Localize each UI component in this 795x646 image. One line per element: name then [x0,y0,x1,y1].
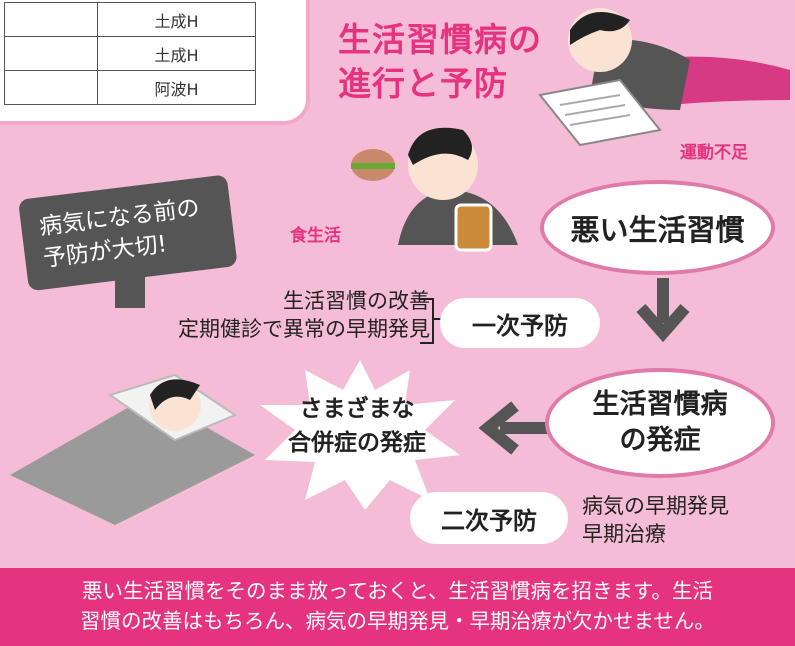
label-exercise: 運動不足 [680,143,748,163]
down-arrow-icon [636,278,690,343]
title-line-1: 生活習慣病の [338,20,542,59]
table-row: 阿波H [4,70,256,105]
label-diet: 食生活 [290,226,341,246]
disease-line-1: 生活習慣病 [592,389,728,420]
bracket-divider [420,298,434,344]
lying-person-illustration [538,8,790,147]
primary-item-2: 定期健診で異常の早期発見 [178,317,430,341]
table-cell [4,70,98,105]
table-row: 土成H [4,36,256,71]
bracket-divider [432,318,442,320]
secondary-item-1: 病気の早期発見 [582,494,729,518]
footer-line-2: 習慣の改善はもちろん、病気の早期発見・早期治療が欠かせません。 [80,609,715,633]
table-cell: 阿波H [97,70,256,105]
table-cell [4,2,98,37]
page-title: 生活習慣病の 進行と予防 [338,18,542,106]
primary-prevention-notes: 生活習慣の改善 定期健診で異常の早期発見 [75,287,430,343]
hospital-table-card: 土成H 土成H 阿波H [0,0,310,125]
table-cell: 土成H [97,36,256,71]
primary-item-1: 生活習慣の改善 [283,289,430,313]
complications-burst [260,360,460,510]
footer-message: 悪い生活習慣をそのまま放っておくと、生活習慣病を招きます。生活 習慣の改善はもち… [0,568,795,646]
complications-line-1: さまざまな [299,396,415,422]
bad-habits-text: 悪い生活習慣 [570,212,745,247]
secondary-prevention-label: 二次予防 [441,506,537,535]
eating-person-illustration [351,127,518,252]
primary-prevention-pill: 一次予防 [440,298,600,348]
footer-line-1: 悪い生活習慣をそのまま放っておくと、生活習慣病を招きます。生活 [82,579,713,603]
table-cell: 土成H [97,2,256,37]
complications-line-2: 合併症の発症 [288,430,426,456]
hospital-table: 土成H 土成H 阿波H [4,2,256,105]
complications-text: さまざまな 合併症の発症 [272,392,442,460]
secondary-prevention-notes: 病気の早期発見 早期治療 [582,492,729,548]
table-cell [4,36,98,71]
secondary-item-2: 早期治療 [582,522,666,546]
bad-habits-oval: 悪い生活習慣 [540,180,775,275]
disease-line-2: の発症 [619,425,701,456]
primary-prevention-label: 一次予防 [472,311,568,340]
bubble-tail [115,260,145,308]
left-arrow-icon [478,401,550,455]
secondary-prevention-pill: 二次予防 [410,492,568,544]
table-row: 土成H [4,2,256,37]
disease-onset-oval: 生活習慣病 の発症 [545,368,775,478]
title-line-2: 進行と予防 [338,64,508,103]
sick-person-illustration [10,373,255,525]
